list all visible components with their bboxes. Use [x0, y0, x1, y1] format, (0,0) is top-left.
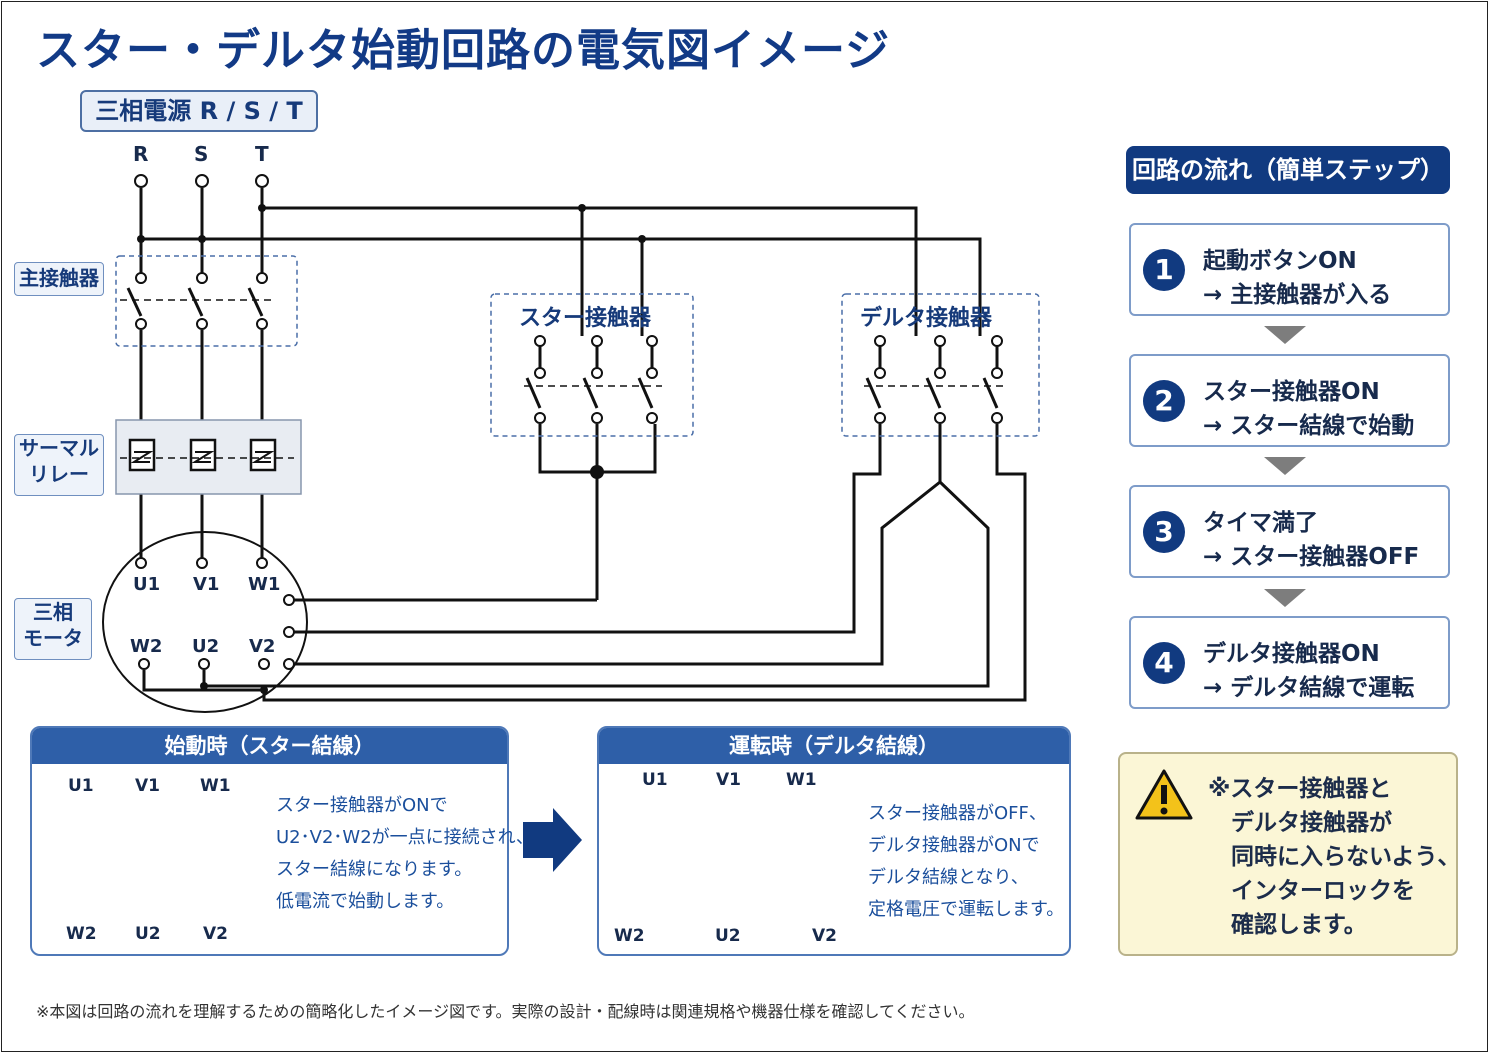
- delta-connection-box: 運転時（デルタ結線）: [597, 726, 1071, 956]
- step-arrow-down-icon: [1264, 457, 1306, 475]
- motor-terminal-w2: W2: [130, 636, 163, 657]
- footer-disclaimer: ※本図は回路の流れを理解するための簡略化したイメージ図です。実際の設計・配線時は…: [36, 1002, 975, 1021]
- step-result: → デルタ結線で運転: [1203, 675, 1415, 701]
- star-terminal-u2: U2: [135, 924, 161, 944]
- delta-description: スター接触器がOFF、 デルタ接触器がONで デルタ結線となり、 定格電圧で運転…: [868, 803, 1065, 920]
- delta-terminal-v1: V1: [716, 770, 741, 790]
- motor-terminal-w1: W1: [248, 574, 281, 595]
- step-action: スター接触器ON: [1203, 379, 1380, 405]
- step-result: → 主接触器が入る: [1203, 282, 1392, 308]
- step-arrow-down-icon: [1264, 589, 1306, 607]
- star-terminal-w2: W2: [66, 924, 97, 944]
- delta-contactor-label: デルタ接触器: [860, 306, 993, 331]
- step-action: デルタ接触器ON: [1203, 641, 1380, 667]
- delta-terminal-v2: V2: [812, 926, 837, 946]
- star-box-heading: 始動時（スター結線）: [32, 728, 507, 764]
- delta-terminal-u2: U2: [715, 926, 741, 946]
- flow-step-4: 4 デルタ接触器ON → デルタ結線で運転: [1129, 616, 1450, 709]
- star-terminal-v1: V1: [135, 776, 160, 796]
- step-number-badge: 3: [1143, 511, 1185, 553]
- step-result: → スター結線で始動: [1203, 413, 1415, 439]
- flow-step-1: 1 起動ボタンON → 主接触器が入る: [1129, 223, 1450, 316]
- page-title: スター・デルタ始動回路の電気図イメージ: [36, 25, 891, 76]
- phase-s-label: S: [194, 142, 209, 166]
- thermal-relay-label-line1: サーマル: [19, 436, 99, 460]
- motor-label: 三相 モータ: [14, 598, 92, 660]
- motor-label-line1: 三相: [33, 600, 73, 624]
- interlock-note-text: ※スター接触器と デルタ接触器が 同時に入らないよう、 インターロックを 確認し…: [1208, 776, 1461, 938]
- delta-terminal-w2: W2: [614, 926, 645, 946]
- delta-terminal-u1: U1: [642, 770, 668, 790]
- star-terminal-w1: W1: [200, 776, 231, 796]
- step-number-badge: 4: [1143, 642, 1185, 684]
- delta-box-heading: 運転時（デルタ結線）: [599, 728, 1069, 764]
- phase-t-label: T: [255, 142, 269, 166]
- step-number-badge: 2: [1143, 380, 1185, 422]
- main-contactor-label: 主接触器: [14, 262, 104, 296]
- motor-label-line2: モータ: [23, 626, 83, 650]
- thermal-relay-label: サーマル リレー: [14, 434, 104, 496]
- flow-step-2: 2 スター接触器ON → スター結線で始動: [1129, 354, 1450, 447]
- motor-terminal-u2: U2: [192, 636, 220, 657]
- step-action: 起動ボタンON: [1203, 248, 1357, 274]
- star-contactor-label: スター接触器: [519, 306, 652, 331]
- warning-icon: [1135, 769, 1193, 820]
- star-connection-box: 始動時（スター結線）: [30, 726, 509, 956]
- flow-heading: 回路の流れ（簡単ステップ）: [1126, 146, 1450, 194]
- step-arrow-down-icon: [1264, 326, 1306, 344]
- delta-terminal-w1: W1: [786, 770, 817, 790]
- motor-terminal-u1: U1: [133, 574, 161, 595]
- flow-step-3: 3 タイマ満了 → スター接触器OFF: [1129, 485, 1450, 578]
- interlock-note: ※スター接触器と デルタ接触器が 同時に入らないよう、 インターロックを 確認し…: [1118, 752, 1461, 956]
- power-source-label: 三相電源 R / S / T: [80, 90, 318, 132]
- star-description: スター接触器がONで U2･V2･W2が一点に接続され、 スター結線になります。…: [276, 795, 534, 912]
- thermal-relay-label-line2: リレー: [29, 462, 89, 486]
- step-action: タイマ満了: [1203, 510, 1318, 536]
- motor-terminal-v2: V2: [249, 636, 276, 657]
- motor-terminal-v1: V1: [193, 574, 220, 595]
- star-terminal-v2: V2: [203, 924, 228, 944]
- phase-r-label: R: [133, 142, 149, 166]
- step-result: → スター接触器OFF: [1203, 544, 1420, 570]
- step-number-badge: 1: [1143, 249, 1185, 291]
- star-terminal-u1: U1: [68, 776, 94, 796]
